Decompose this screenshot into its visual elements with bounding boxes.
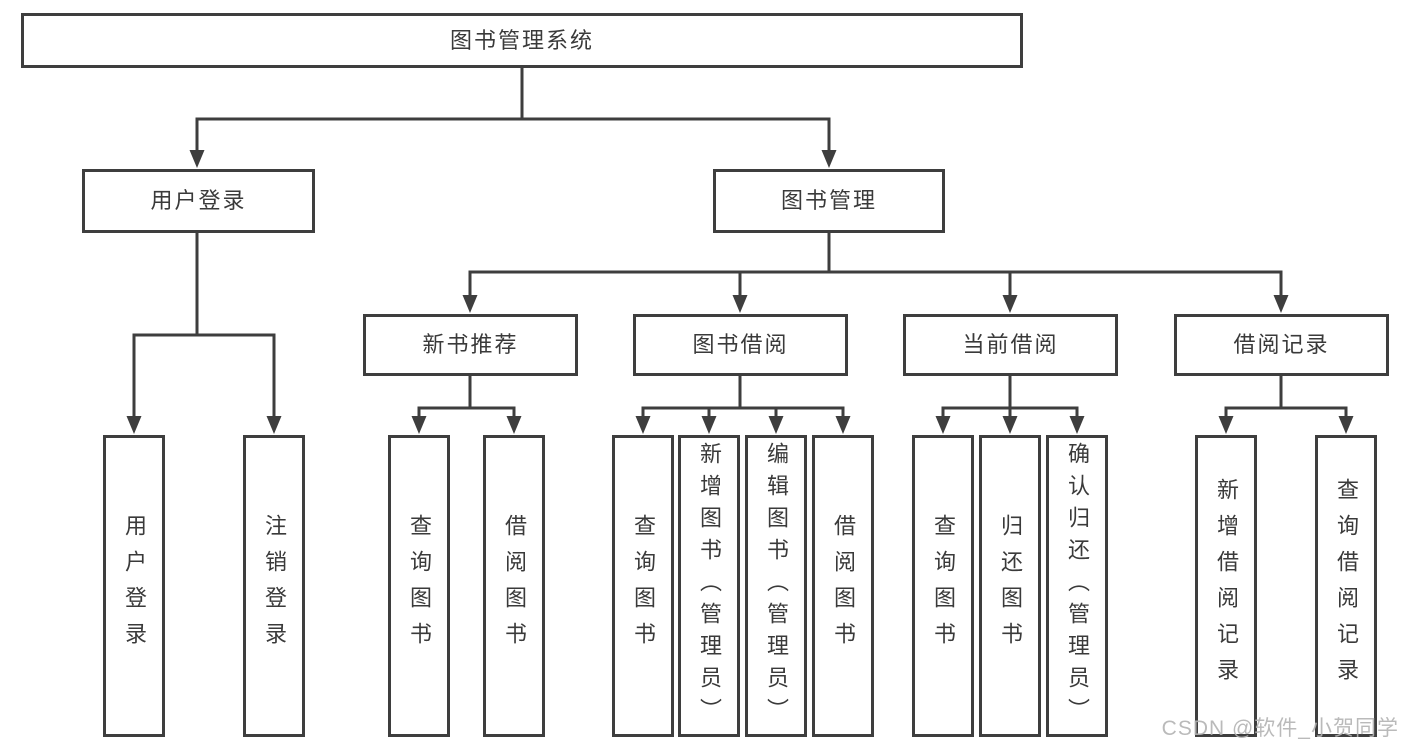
leaf-query-borrow-record: 查询借阅记录	[1315, 435, 1377, 737]
leaf-user-login: 用户登录	[103, 435, 165, 737]
watermark-text: CSDN @软件_小贺同学	[1161, 717, 1399, 740]
leaf-return-book: 归还图书	[979, 435, 1041, 737]
leaf-confirm-return-admin: 确认归还（管理员）	[1046, 435, 1108, 737]
node-library-system: 图书管理系统	[21, 13, 1023, 68]
leaf-borrow-books-recommend: 借阅图书	[483, 435, 545, 737]
leaf-add-borrow-record: 新增借阅记录	[1195, 435, 1257, 737]
node-book-borrow: 图书借阅	[633, 314, 848, 376]
node-current-borrow: 当前借阅	[903, 314, 1118, 376]
node-borrow-records: 借阅记录	[1174, 314, 1389, 376]
leaf-edit-book-admin: 编辑图书（管理员）	[745, 435, 807, 737]
leaf-add-book-admin: 新增图书（管理员）	[678, 435, 740, 737]
node-user-login: 用户登录	[82, 169, 315, 233]
leaf-borrow-books-borrow: 借阅图书	[812, 435, 874, 737]
leaf-logout: 注销登录	[243, 435, 305, 737]
leaf-query-books-borrow: 查询图书	[612, 435, 674, 737]
leaf-query-books-current: 查询图书	[912, 435, 974, 737]
leaf-query-books-recommend: 查询图书	[388, 435, 450, 737]
node-new-book-recommend: 新书推荐	[363, 314, 578, 376]
node-book-management: 图书管理	[713, 169, 945, 233]
